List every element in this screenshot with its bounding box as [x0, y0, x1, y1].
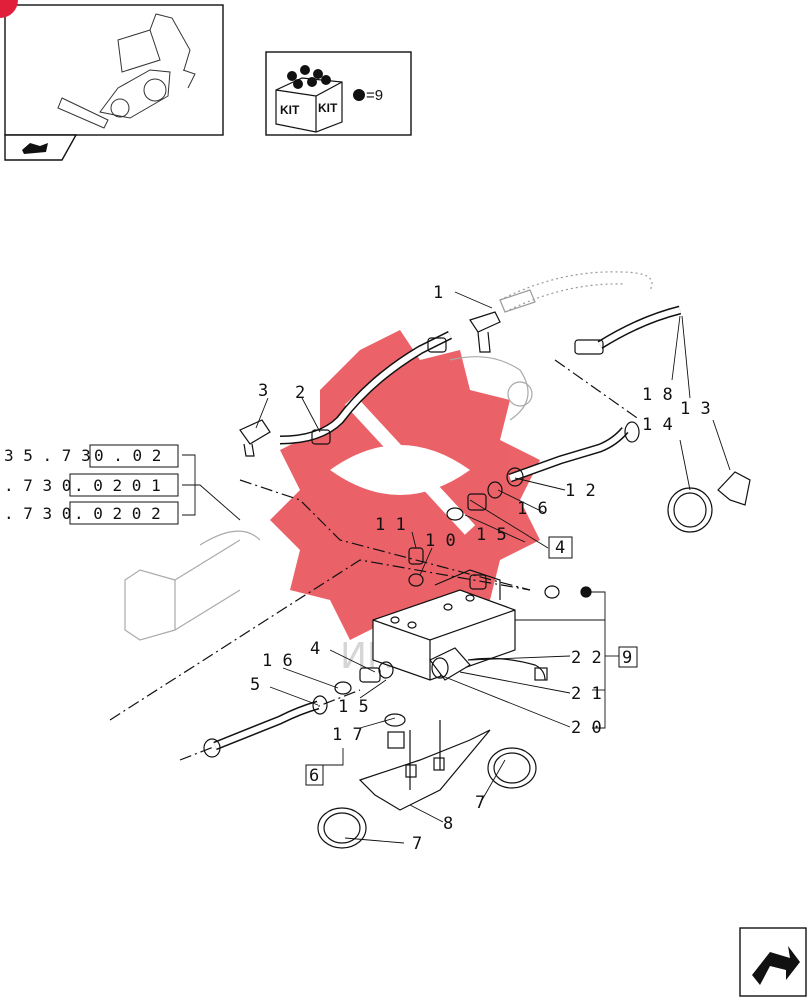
callout-labels: 1 2 3 4 5 6 7 7 8 9 1 0 1 1 1 2 1 3 1 4 … [250, 283, 711, 854]
kit-quantity: =9 [366, 87, 383, 104]
callout-4[interactable]: 4 [310, 639, 320, 659]
ref-3-boxed[interactable]: . 0 2 0 2 [74, 504, 161, 523]
callout-2[interactable]: 2 [295, 383, 305, 403]
callout-9[interactable]: 9 [622, 648, 632, 668]
ref-2-prefix: . 7 3 0 [4, 476, 71, 495]
callout-3[interactable]: 3 [258, 381, 268, 401]
thumbnail-tab[interactable] [4, 134, 78, 161]
callout-11[interactable]: 1 1 [375, 515, 406, 535]
ref-2-boxed[interactable]: . 0 2 0 1 [74, 476, 161, 495]
callout-4-boxed[interactable]: 4 [555, 538, 565, 558]
callout-16b[interactable]: 1 6 [262, 651, 293, 671]
callout-14[interactable]: 1 4 [642, 415, 673, 435]
callout-5[interactable]: 5 [250, 675, 260, 695]
callout-21[interactable]: 2 1 [571, 684, 602, 704]
callout-7a[interactable]: 7 [475, 793, 485, 813]
bullet-icon [353, 89, 365, 101]
callout-17[interactable]: 1 7 [332, 725, 363, 745]
callout-18[interactable]: 1 8 [642, 385, 673, 405]
ref-3-prefix: . 7 3 0 [4, 504, 71, 523]
kit-box: KIT KIT =9 [265, 51, 412, 136]
callout-10[interactable]: 1 0 [425, 531, 456, 551]
callout-12[interactable]: 1 2 [565, 481, 596, 501]
kit-label-left: KIT [280, 103, 300, 117]
next-page-arrow-icon[interactable] [739, 927, 807, 997]
ref-1-boxed[interactable]: 0 . 0 2 [94, 446, 161, 465]
callout-8[interactable]: 8 [443, 814, 453, 834]
callout-1[interactable]: 1 [433, 283, 443, 303]
callout-6[interactable]: 6 [309, 766, 319, 786]
leader-lines [182, 291, 731, 844]
callout-16a[interactable]: 1 6 [517, 499, 548, 519]
hydraulic-assembly [109, 271, 751, 849]
machine-thumbnail[interactable] [0, 0, 224, 136]
callout-15b[interactable]: 1 5 [338, 697, 369, 717]
ref-1-prefix: 3 5 . 7 3 [4, 446, 91, 465]
reference-labels: 3 5 . 7 3 0 . 0 2 . 7 3 0 . 0 2 0 1 . 7 … [4, 444, 179, 525]
callout-7b[interactable]: 7 [412, 834, 422, 854]
callout-15a[interactable]: 1 5 [476, 525, 507, 545]
callout-22[interactable]: 2 2 [571, 648, 602, 668]
callout-20[interactable]: 2 0 [571, 718, 602, 738]
callout-13[interactable]: 1 3 [680, 399, 711, 419]
kit-label-right: KIT [318, 101, 338, 115]
